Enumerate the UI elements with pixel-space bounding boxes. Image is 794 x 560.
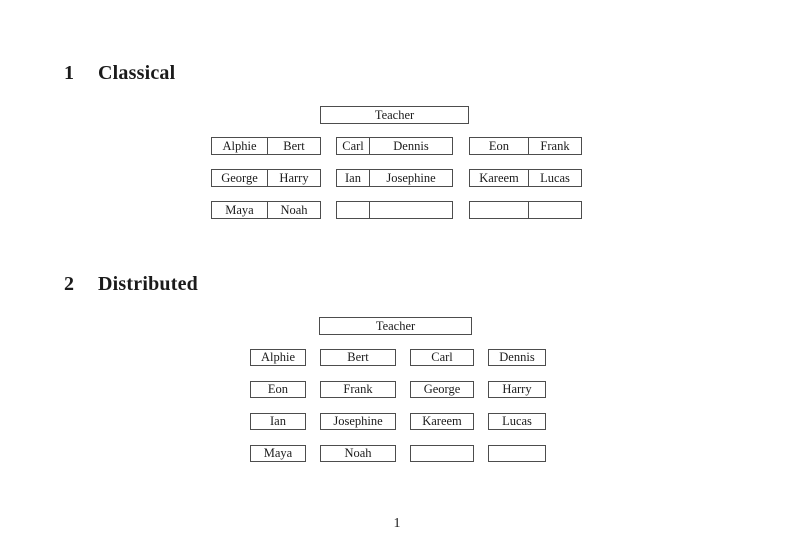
student-name: Ian: [337, 170, 370, 186]
student-name: Josephine: [333, 414, 383, 428]
teacher-label: Teacher: [375, 318, 416, 333]
desk: [410, 445, 474, 462]
page-number: 1: [393, 516, 401, 531]
student-name: Harry: [279, 170, 309, 185]
desk: Alphie: [250, 349, 306, 366]
student-name: George: [212, 170, 268, 186]
student-name: Maya: [212, 202, 268, 218]
desk: [469, 201, 582, 219]
desk: Kareem: [410, 413, 474, 430]
student-name: Kareem: [470, 170, 529, 186]
desk: Dennis: [488, 349, 546, 366]
desk: Kareem Lucas: [469, 169, 582, 187]
student-name: [370, 202, 452, 218]
student-name: Eon: [267, 382, 289, 396]
desk: Bert: [320, 349, 396, 366]
student-name: Kareem: [422, 414, 462, 428]
student-name: Dennis: [499, 350, 535, 364]
student-name: Alphie: [212, 138, 268, 154]
desk: Eon Frank: [469, 137, 582, 155]
student-name: Dennis: [393, 138, 429, 153]
desk: George: [410, 381, 474, 398]
student-name: Alphie: [260, 350, 296, 364]
section-number: 1: [64, 62, 75, 84]
student-name: Josephine: [386, 170, 436, 185]
student-name: Harry: [502, 382, 532, 396]
desk: Lucas: [488, 413, 546, 430]
student-name: George: [423, 382, 461, 396]
section-title: Distributed: [98, 273, 198, 295]
teacher-box: Teacher: [320, 106, 469, 124]
student-name: Ian: [270, 414, 286, 428]
student-name: Bert: [347, 350, 369, 364]
teacher-label: Teacher: [374, 107, 415, 122]
student-name: [470, 202, 529, 218]
desk: Carl: [410, 349, 474, 366]
teacher-box: Teacher: [319, 317, 472, 335]
student-name: Lucas: [540, 170, 570, 185]
section-number: 2: [64, 273, 75, 295]
student-name: Eon: [470, 138, 529, 154]
desk: Carl Dennis: [336, 137, 453, 155]
desk: Frank: [320, 381, 396, 398]
desk: [488, 445, 546, 462]
section-heading-distributed: 2 Distributed: [64, 273, 198, 295]
student-name: Lucas: [502, 414, 532, 428]
desk: Maya Noah: [211, 201, 321, 219]
section-title: Classical: [98, 62, 176, 84]
desk: George Harry: [211, 169, 321, 187]
desk: Ian: [250, 413, 306, 430]
desk: Alphie Bert: [211, 137, 321, 155]
student-name: Carl: [431, 350, 453, 364]
desk: Noah: [320, 445, 396, 462]
student-name: [529, 202, 581, 218]
desk: Josephine: [320, 413, 396, 430]
student-name: Noah: [280, 202, 308, 217]
section-heading-classical: 1 Classical: [64, 62, 175, 84]
desk: Ian Josephine: [336, 169, 453, 187]
desk: Maya: [250, 445, 306, 462]
desk: Eon: [250, 381, 306, 398]
student-name: Noah: [344, 446, 372, 460]
student-name: Bert: [283, 138, 305, 153]
desk: Harry: [488, 381, 546, 398]
student-name: Frank: [540, 138, 570, 153]
student-name: Carl: [337, 138, 370, 154]
student-name: Frank: [343, 382, 373, 396]
student-name: Maya: [263, 446, 293, 460]
desk: [336, 201, 453, 219]
student-name: [337, 202, 370, 218]
